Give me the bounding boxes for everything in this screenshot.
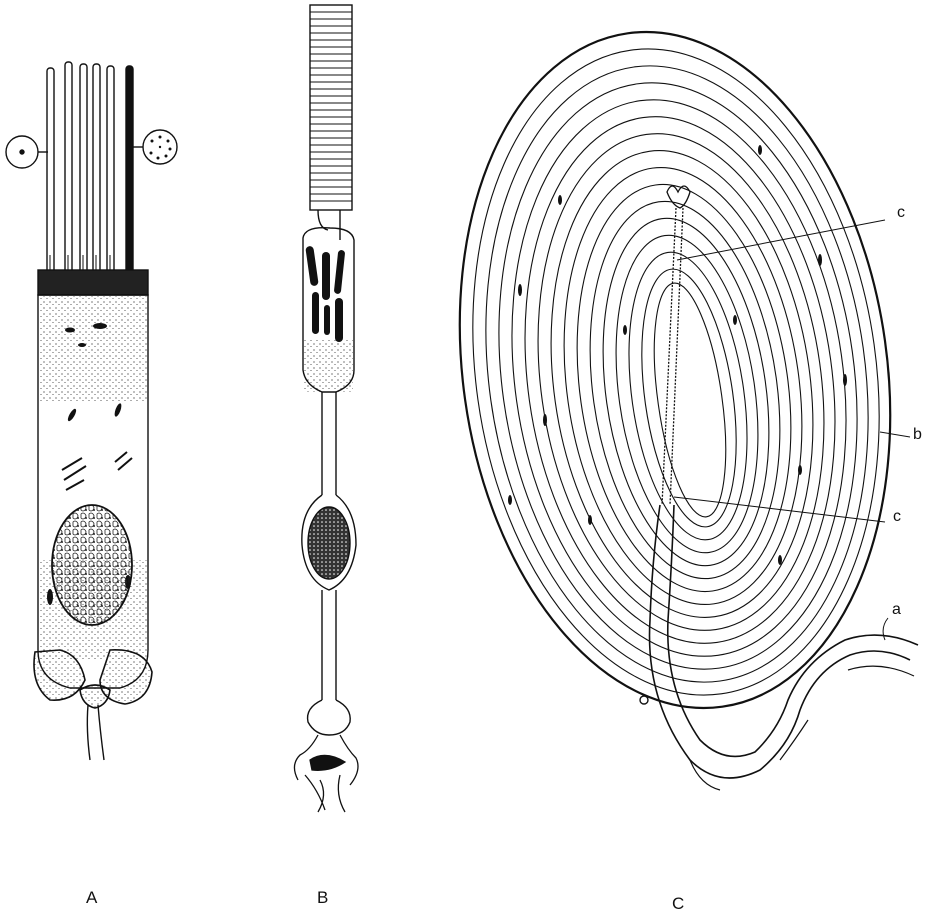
hair-cell-drawing	[6, 62, 177, 760]
lamellae	[418, 4, 933, 736]
leader-label-b: b	[913, 426, 922, 444]
corpuscle-drawing	[418, 4, 933, 790]
cilia-bundle	[47, 62, 133, 273]
nerve-fiber	[650, 505, 919, 778]
synaptic-terminal	[294, 735, 358, 812]
panel-label-b: B	[317, 888, 328, 908]
rod-cell-drawing	[294, 5, 358, 812]
nucleus	[308, 507, 350, 579]
cuticular-plate	[38, 270, 148, 295]
panel-label-c: C	[672, 894, 684, 914]
ellipsoid-mitochondria	[305, 246, 345, 342]
cilium-cross-section-insets	[6, 130, 177, 168]
lamella-nuclei	[508, 145, 847, 565]
leader-label-c-lower: c	[893, 508, 901, 526]
synaptic-spherule	[308, 700, 351, 735]
panel-label-a: A	[86, 888, 97, 908]
leader-label-a: a	[892, 601, 901, 619]
leader-label-c-upper: c	[897, 204, 905, 222]
nucleus	[52, 505, 132, 625]
axon-terminal	[662, 186, 690, 505]
disc-stack	[310, 12, 352, 201]
outer-segment	[310, 5, 352, 210]
nerve-fiber	[87, 705, 104, 760]
connecting-cilium	[318, 210, 340, 240]
